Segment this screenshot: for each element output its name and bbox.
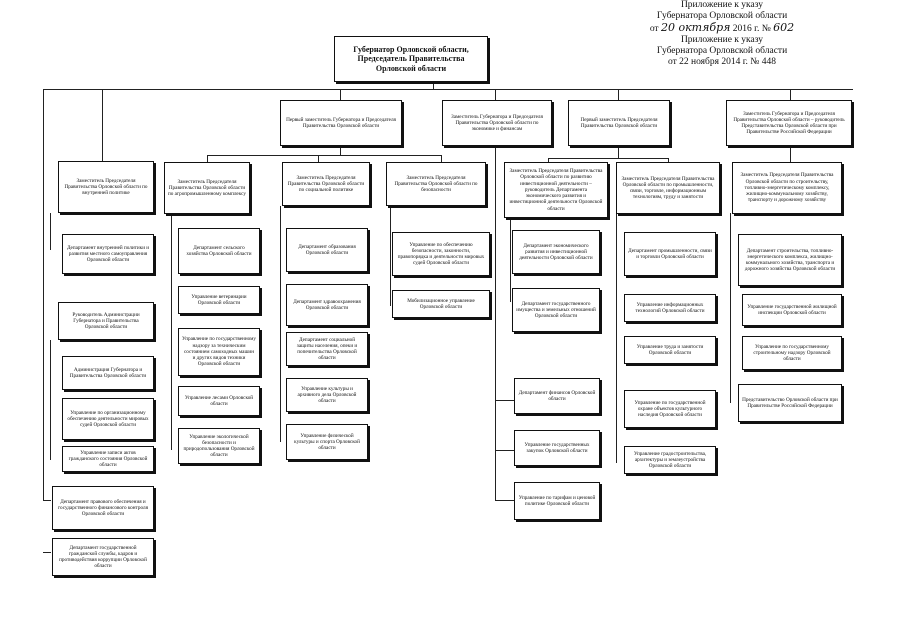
connector-line [340,89,341,100]
deputy-security-box: Заместитель Председателя Правительства О… [386,162,486,206]
housing-inspection-box: Управление государственной жилищной инсп… [742,294,842,326]
dept-education-box: Департамент образования Орловской област… [286,228,368,272]
connector-line [495,450,515,451]
handwritten-date: 20 октября [660,21,731,34]
deputy-investment-box: Заместитель Председателя Правительства О… [504,162,608,218]
connector-line [43,500,51,501]
connector-line [790,146,791,163]
heritage-box: Управление по государственной охране объ… [624,390,716,428]
header-date-line: от 20 октября 2016 г. № 602 [649,21,795,34]
connector-line [618,146,619,159]
connector-line [171,215,172,450]
header-line: Губернатора Орловской области [656,46,788,56]
connector-line [43,552,51,553]
it-box: Управление информационных технологий Орл… [624,294,716,322]
labor-box: Управление труда и занятости Орловской о… [624,336,716,364]
governor-box: Губернатор Орловской области, Председате… [334,36,488,82]
connector-line [495,400,515,401]
dept-industry-box: Департамент промышленности, связи и торг… [624,232,716,276]
decree-header: Приложение к указу Губернатора Орловской… [617,0,827,68]
dept-finance-box: Департамент финансов Орловской области [514,378,600,414]
connector-line [280,206,281,442]
header-line: Приложение к указу [680,0,764,10]
connector-line [668,158,669,163]
connector-line [441,155,442,162]
handwritten-number: 602 [773,21,795,34]
forests-box: Управление лесами Орловской области [178,386,260,416]
connector-line [340,146,341,156]
dept-property-box: Департамент государственного имущества и… [512,288,600,332]
connector-line [495,89,496,100]
admin-governor-box: Администрация Губернатора и Правительств… [62,356,154,390]
connector-line [495,500,515,501]
first-deputy-chairman-box: Первый заместитель Председателя Правител… [568,100,670,146]
header-line: Губернатора Орловской области [656,11,788,21]
connector-line [548,158,668,159]
dept-internal-policy-box: Департамент внутренней политики и развит… [62,234,154,274]
dept-civil-service-box: Департамент государственной гражданской … [52,538,154,576]
deputy-agro-box: Заместитель Председателя Правительства О… [164,162,250,214]
connector-line [318,155,319,162]
culture-box: Управление культуры и архивного дела Орл… [286,378,368,412]
first-deputy-governor-box: Первый заместитель Губернатора и Председ… [280,100,402,146]
procurement-box: Управление государственных закупок Орлов… [514,430,600,466]
veterinary-box: Управление ветеринарии Орловской области [178,286,260,314]
connector-line [43,89,44,501]
connector-line [618,89,619,100]
security-box: Управление по обеспечению безопасности, … [392,232,490,276]
connector-line [433,82,434,90]
dept-legal-box: Департамент правового обеспечения и госу… [52,486,154,530]
dept-agriculture-box: Департамент сельского хозяйства Орловско… [178,228,260,274]
connector-line [616,213,617,463]
deputy-economy-finance-box: Заместитель Губернатора и Председателя П… [442,100,552,146]
representation-box: Представительство Орловской области при … [738,384,842,422]
dept-social-protection-box: Департамент социальной защиты населения,… [286,332,368,366]
dept-health-box: Департамент здравоохранения Орловской об… [286,284,368,326]
connector-line [207,155,442,156]
admin-head-box: Руководитель Администрации Губернатора и… [58,302,154,340]
connector-line [50,213,51,250]
connector-line [207,155,208,162]
tariffs-box: Управление по тарифам и ценовой политике… [514,482,600,520]
dept-economic-box: Департамент экономического развития и ин… [512,230,600,274]
construction-supervision-box: Управление по государственному строитель… [742,336,842,370]
connector-line [548,158,549,163]
connector-line [102,89,103,161]
connector-line [390,206,391,306]
connector-line [50,340,51,460]
deputy-internal-policy-box: Заместитель Председателя Правительства О… [58,161,154,213]
deputy-social-box: Заместитель Председателя Правительства О… [282,162,370,206]
mobilization-box: Мобилизационное управление Орловской обл… [392,290,490,318]
tech-supervision-box: Управление по государственному надзору з… [178,328,260,376]
connector-line [510,218,511,302]
civil-registry-box: Управление записи актов гражданского сос… [62,446,154,472]
deputy-construction-box: Заместитель Председателя Правительства О… [732,162,842,214]
connector-line [43,89,853,90]
magistrates-support-box: Управление по организационному обеспечен… [62,398,154,440]
connector-line [730,213,731,403]
deputy-representation-box: Заместитель Губернатора и Председателя П… [726,100,852,146]
urban-planning-box: Управление градостроительства, архитекту… [624,446,716,474]
header-line: Приложение к указу [680,35,764,45]
connector-line [495,146,496,501]
dept-construction-box: Департамент строительства, топливно-энер… [738,234,842,286]
deputy-industry-box: Заместитель Председателя Правительства О… [616,162,720,214]
ecology-box: Управление экологической безопасности и … [178,428,260,464]
sport-box: Управление физической культуры и спорта … [286,424,368,460]
connector-line [790,89,791,100]
header-line: от 22 ноября 2014 г. № 448 [667,57,777,67]
